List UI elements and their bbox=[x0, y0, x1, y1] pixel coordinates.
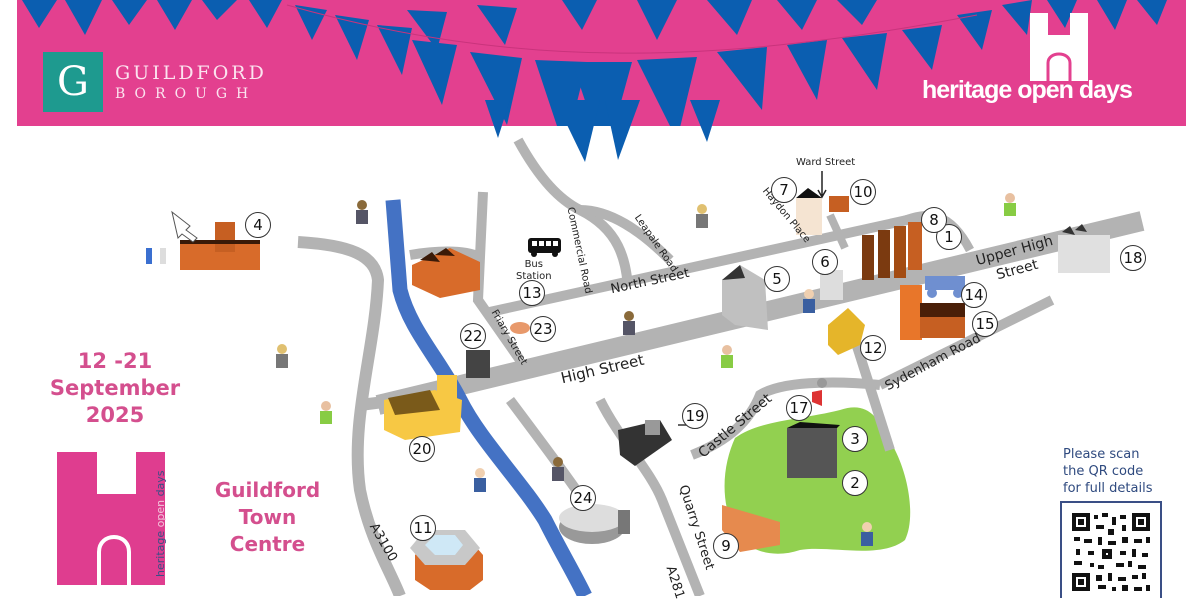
date-month: September bbox=[49, 376, 181, 400]
council-logo-letter: G bbox=[57, 59, 89, 105]
site-marker-13[interactable]: 13 bbox=[519, 280, 545, 306]
building-10 bbox=[829, 196, 849, 212]
header-banner bbox=[17, 0, 1186, 126]
site-marker-2[interactable]: 2 bbox=[842, 470, 868, 496]
site-marker-23[interactable]: 23 bbox=[530, 316, 556, 342]
site-marker-10[interactable]: 10 bbox=[850, 179, 876, 205]
heritage-open-days-h-icon bbox=[1030, 13, 1088, 81]
river-wey bbox=[385, 199, 592, 596]
site-marker-22[interactable]: 22 bbox=[460, 323, 486, 349]
bus-station-label: Bus Station bbox=[516, 259, 552, 283]
site-marker-14[interactable]: 14 bbox=[961, 282, 987, 308]
bunting-tails bbox=[485, 100, 720, 162]
site-marker-18[interactable]: 18 bbox=[1120, 245, 1146, 271]
vintage-truck bbox=[925, 276, 965, 298]
building-factory bbox=[412, 248, 480, 298]
building-6 bbox=[820, 270, 843, 300]
site-marker-19[interactable]: 19 bbox=[682, 403, 708, 429]
council-name-line2: BOROUGH bbox=[115, 86, 258, 102]
qr-line3: for full details bbox=[1063, 481, 1153, 496]
site-marker-12[interactable]: 12 bbox=[860, 335, 886, 361]
building-5 bbox=[722, 265, 768, 330]
bunting-decoration bbox=[22, 0, 1167, 126]
site-marker-7[interactable]: 7 bbox=[771, 177, 797, 203]
council-name: GUILDFORD BOROUGH bbox=[115, 62, 267, 104]
site-marker-20[interactable]: 20 bbox=[409, 436, 435, 462]
bus-station-line2: Station bbox=[516, 271, 552, 282]
vertical-brand: heritage open days bbox=[154, 470, 167, 577]
qr-line2: the QR code bbox=[1063, 464, 1144, 479]
building-12 bbox=[828, 308, 865, 355]
building-23 bbox=[510, 322, 530, 334]
building-18 bbox=[1058, 224, 1110, 273]
building-3 bbox=[787, 422, 840, 478]
date-year: 2025 bbox=[85, 403, 145, 427]
qr-line1: Please scan bbox=[1063, 447, 1140, 462]
building-24 bbox=[559, 504, 630, 544]
site-marker-24[interactable]: 24 bbox=[570, 485, 596, 511]
building-22 bbox=[466, 350, 490, 378]
building-4 bbox=[171, 210, 260, 270]
site-marker-5[interactable]: 5 bbox=[764, 266, 790, 292]
heritage-open-days-large-logo: heritage open days bbox=[57, 452, 167, 585]
historic-figures bbox=[146, 193, 1016, 546]
guildford-borough-logo: G bbox=[43, 52, 103, 112]
bus-station-line1: Bus bbox=[524, 259, 543, 270]
heritage-open-days-wordmark: heritage open days bbox=[922, 76, 1133, 104]
site-marker-4[interactable]: 4 bbox=[245, 212, 271, 238]
bus-icon bbox=[528, 238, 561, 257]
building-19 bbox=[618, 420, 698, 466]
street-ward-street: Ward Street bbox=[796, 157, 856, 168]
location-line1: Guildford bbox=[214, 478, 321, 502]
council-name-line1: GUILDFORD bbox=[115, 62, 267, 84]
building-20 bbox=[384, 375, 462, 440]
event-location: Guildford Town Centre bbox=[205, 477, 330, 558]
site-marker-3[interactable]: 3 bbox=[842, 426, 868, 452]
qr-code-pattern bbox=[1072, 513, 1150, 591]
site-marker-6[interactable]: 6 bbox=[812, 249, 838, 275]
qr-code[interactable] bbox=[1060, 501, 1162, 598]
location-line3: Centre bbox=[229, 532, 306, 556]
ward-street-arrow bbox=[817, 171, 827, 199]
site-marker-17[interactable]: 17 bbox=[786, 395, 812, 421]
building-1-8 bbox=[862, 222, 922, 280]
site-marker-9[interactable]: 9 bbox=[713, 533, 739, 559]
location-line2: Town bbox=[238, 505, 297, 529]
site-marker-15[interactable]: 15 bbox=[972, 311, 998, 337]
site-marker-11[interactable]: 11 bbox=[410, 515, 436, 541]
building-7 bbox=[796, 188, 822, 235]
qr-instructions: Please scan the QR code for full details bbox=[1063, 446, 1153, 497]
building-15 bbox=[900, 285, 965, 340]
date-range: 12 -21 bbox=[77, 349, 153, 373]
site-marker-8[interactable]: 8 bbox=[921, 207, 947, 233]
event-dates: 12 -21 September 2025 bbox=[40, 348, 190, 429]
